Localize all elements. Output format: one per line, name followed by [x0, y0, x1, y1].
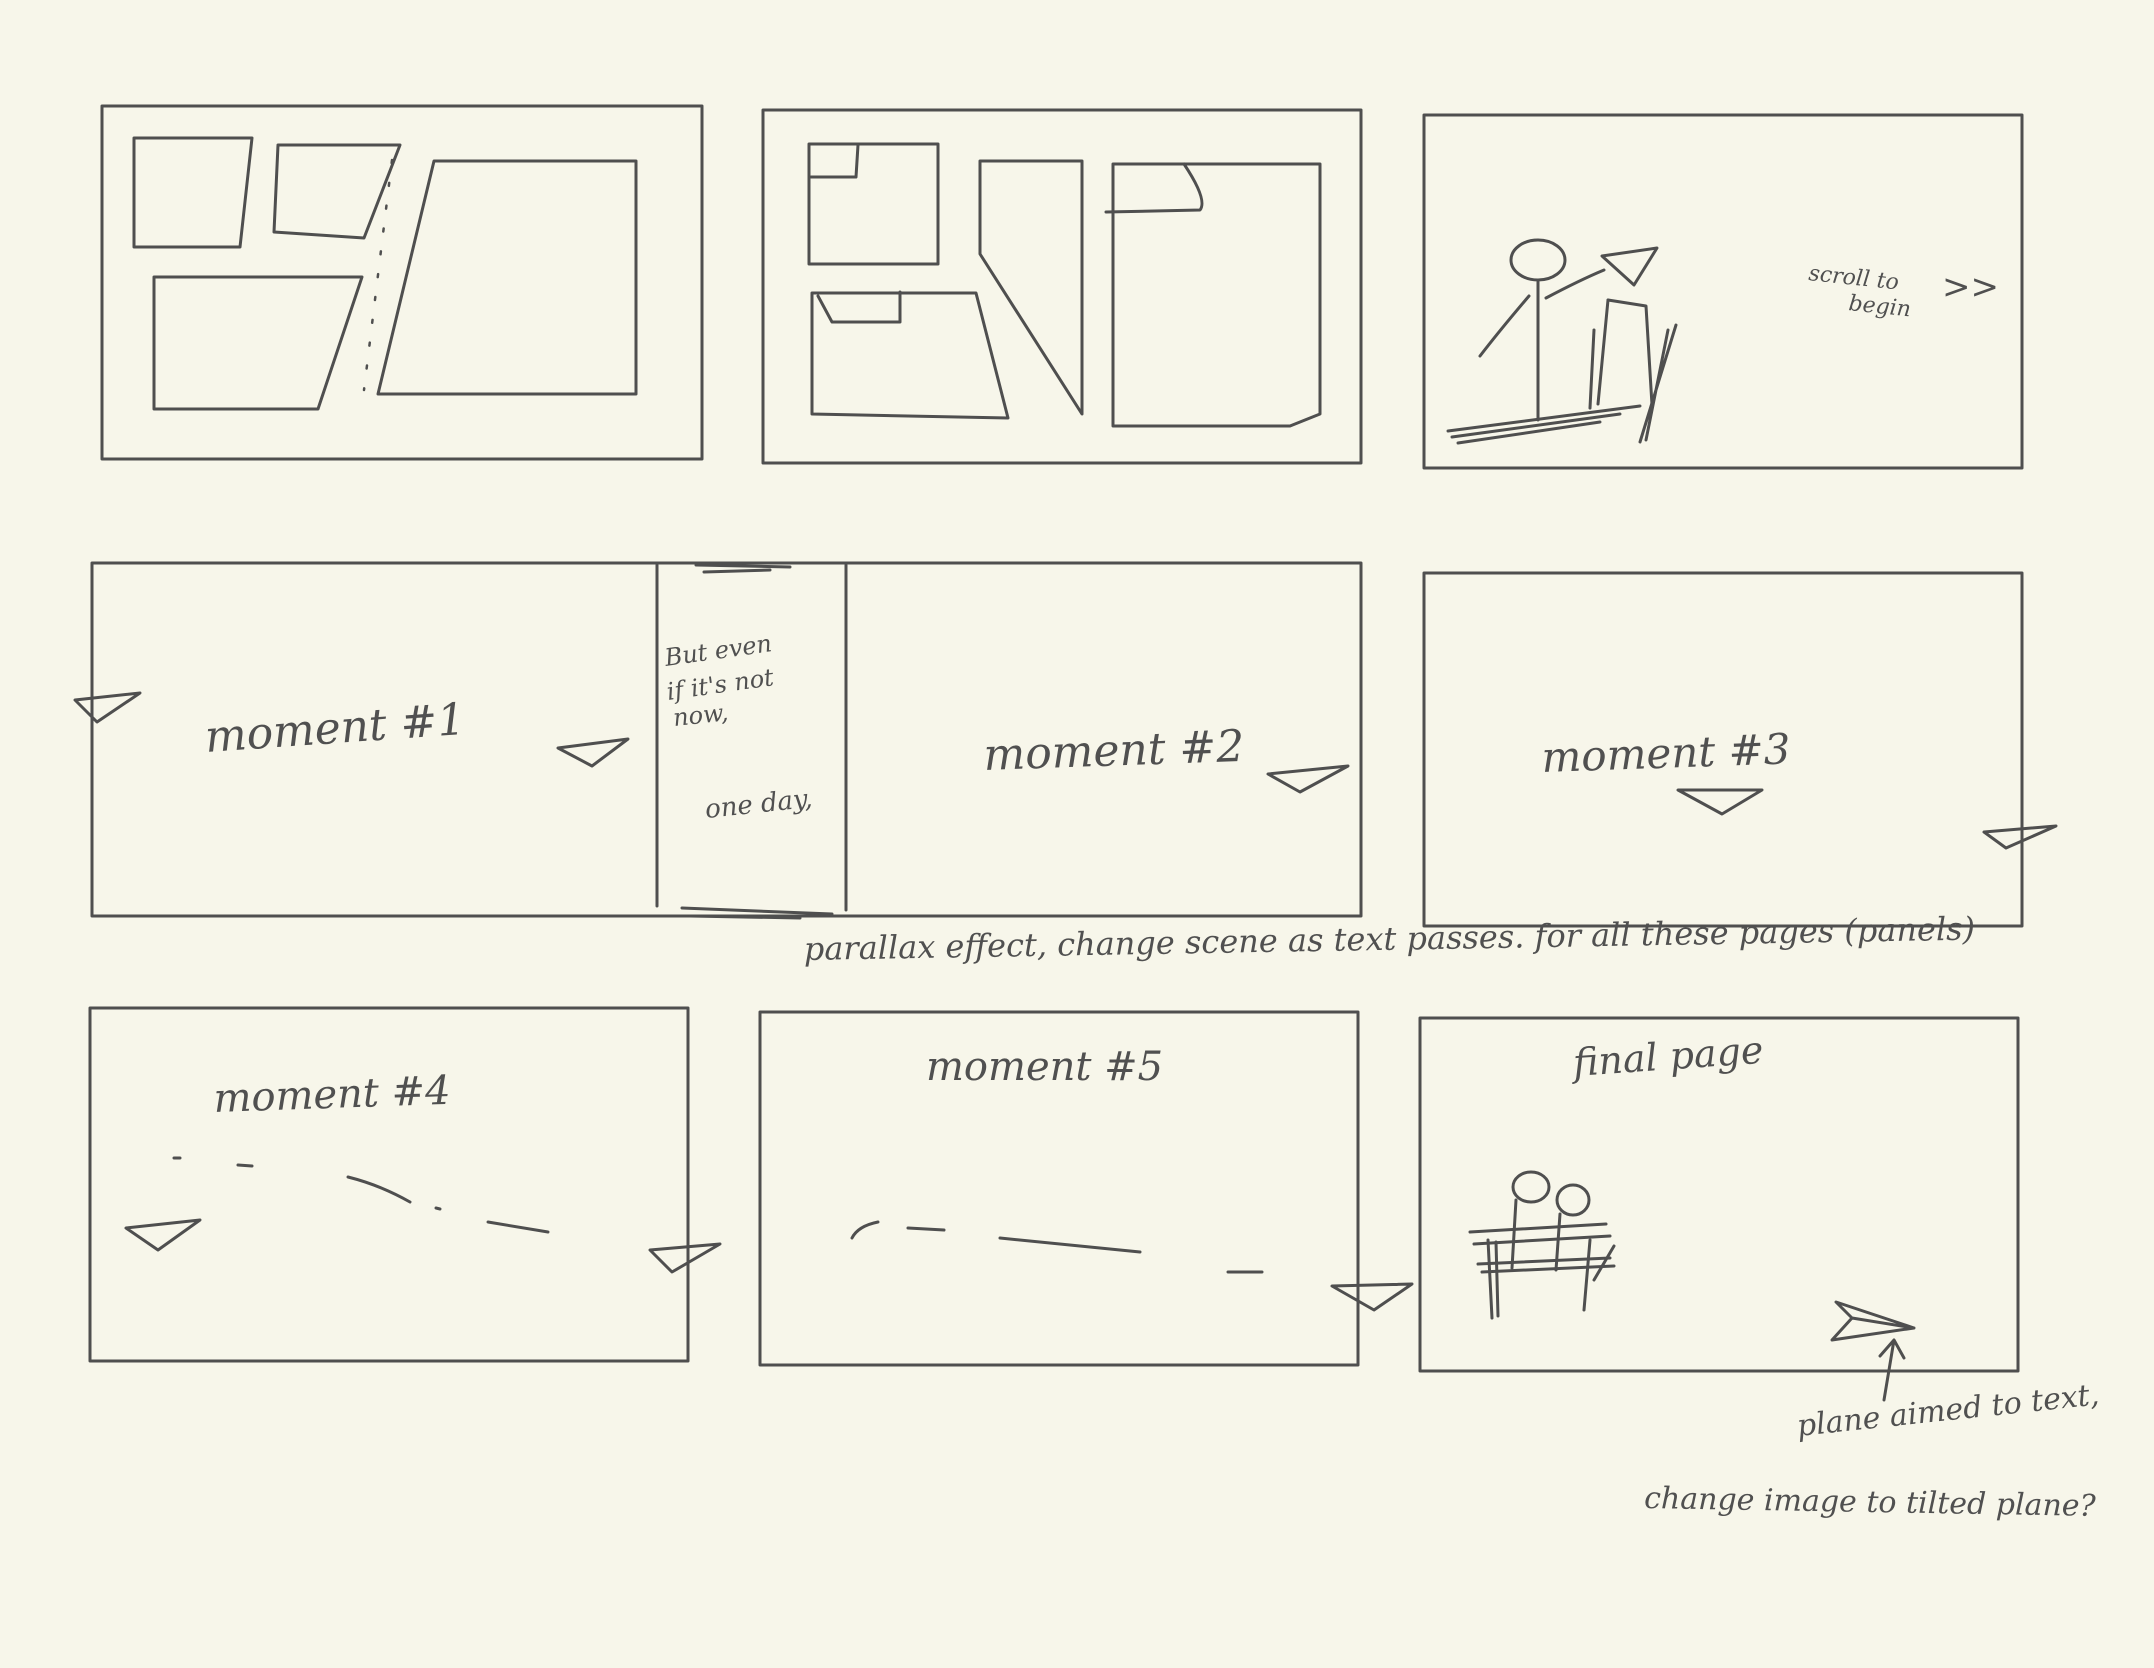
- bench-seat: [1476, 1256, 1616, 1274]
- text-column-line4: one day,: [704, 784, 814, 825]
- panel-1-collage: [100, 104, 704, 461]
- panel-6-frame: [88, 1006, 690, 1363]
- figure-left-arm: [1478, 294, 1531, 358]
- plane-note-line1: plane aimed to text,: [1795, 1377, 2101, 1444]
- plane-moment1-icon: [556, 737, 630, 768]
- collage-shape-notch: [816, 290, 902, 324]
- collage-shape-square: [807, 142, 940, 266]
- collage-dotted-guide: [362, 158, 394, 392]
- parallax-note: parallax effect, change scene as text pa…: [803, 910, 1975, 968]
- collage-shape-fold: [1104, 162, 1204, 214]
- collage-shape-trapezoid: [272, 143, 402, 240]
- collage-shape-triangle: [978, 159, 1084, 416]
- text-column-divider: [655, 563, 848, 912]
- figure-head: [1509, 238, 1567, 282]
- paper-plane-icon: [1600, 246, 1659, 287]
- text-column-top-mark: [694, 563, 792, 574]
- final-page-title: final page: [1569, 1028, 1765, 1085]
- panel-3-frame: [1422, 113, 2024, 470]
- panel-5-frame: [1422, 571, 2024, 928]
- collage-shape-wide: [152, 275, 364, 411]
- chair-back: [1606, 298, 1654, 407]
- scroll-arrows: >>: [1942, 267, 1999, 307]
- moment-1-label: moment #1: [203, 694, 467, 763]
- plane-exit-icon: [1330, 1282, 1414, 1312]
- moment-2-label: moment #2: [983, 721, 1245, 781]
- chair-leg: [1588, 328, 1596, 410]
- moment-3-label: moment #3: [1541, 724, 1792, 782]
- scroll-hint-line1: scroll to: [1807, 261, 1900, 295]
- paper-plane-icon: [1830, 1300, 1916, 1342]
- figure-head-right: [1555, 1183, 1591, 1217]
- text-column-bottom-mark: [680, 906, 834, 920]
- panel-7-moment5: [758, 1010, 1414, 1367]
- plane-moment2-icon: [1266, 764, 1350, 794]
- two-figures-on-bench: [1468, 1170, 1616, 1320]
- flight-path-dashes: [850, 1220, 1264, 1274]
- panel-8-final: [1418, 1016, 2020, 1402]
- panel-6-moment4: [88, 1006, 722, 1363]
- panel-1-frame: [100, 104, 704, 461]
- moment-5-label: moment #5: [926, 1044, 1163, 1090]
- collage-shape-tall: [1111, 162, 1322, 428]
- plane-icon: [124, 1218, 202, 1252]
- panel-4-moments: [73, 561, 1363, 920]
- plane-exit-icon: [648, 1242, 722, 1274]
- handwritten-labels: scroll to begin >> moment #1 moment #2 B…: [203, 261, 2101, 1524]
- bench-legs: [1486, 1238, 1616, 1320]
- collage-shape-large: [376, 159, 638, 396]
- ground-scribble: [1446, 404, 1642, 445]
- text-column-line3: now,: [672, 698, 730, 732]
- stick-figure: [1478, 238, 1606, 422]
- collage-shape-corner: [809, 143, 860, 179]
- moment-4-label: moment #4: [213, 1068, 452, 1122]
- flight-path-dashes: [172, 1156, 550, 1234]
- panel-5-moment3: [1422, 571, 2058, 928]
- figure-head-left: [1511, 1170, 1551, 1204]
- panel-7-frame: [758, 1010, 1360, 1367]
- figure-right-arm: [1544, 268, 1606, 300]
- plane-down-icon: [1676, 788, 1764, 816]
- panel-3-intro: [1422, 113, 2024, 470]
- scroll-hint-line2: begin: [1847, 291, 1912, 322]
- chair-front-leg: [1638, 323, 1678, 444]
- annotation-arrow: [1878, 1338, 1906, 1402]
- chair-back-left: [1596, 298, 1610, 406]
- panel-2-frame: [761, 108, 1363, 465]
- collage-shape-square: [132, 136, 254, 249]
- plane-exit-icon: [1982, 824, 2058, 850]
- collage-shape-trapezoid: [810, 291, 1010, 420]
- plane-note-line2: change image to tilted plane?: [1644, 1481, 2097, 1524]
- panel-2-collage: [761, 108, 1363, 465]
- plane-left-icon: [73, 691, 142, 724]
- panel-8-frame: [1418, 1016, 2020, 1373]
- chair-sketch: [1588, 298, 1678, 444]
